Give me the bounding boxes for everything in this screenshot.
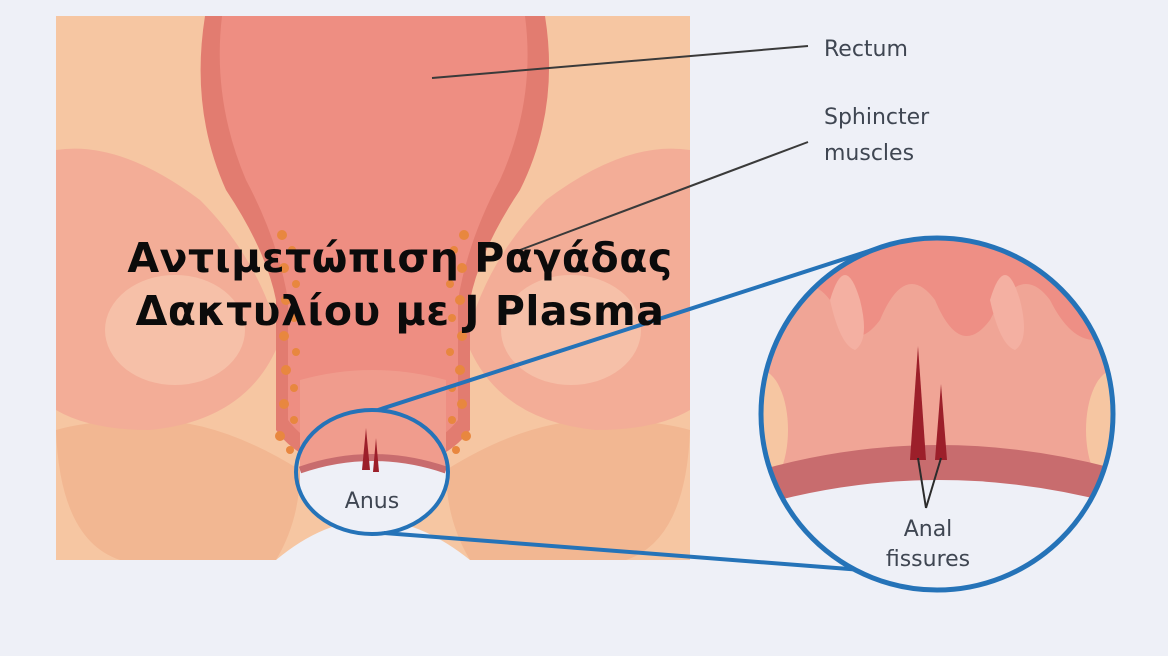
large-fissure-right	[935, 384, 947, 460]
rectum-label: Rectum	[824, 37, 908, 62]
rectum	[219, 16, 528, 455]
left-buttock	[56, 420, 300, 560]
zoom-connector-bottom	[383, 531, 863, 572]
headline-line-1: Αντιμετώπιση Ραγάδας	[127, 234, 673, 282]
zoom-ring	[758, 235, 1116, 593]
small-fissure-right	[373, 438, 379, 472]
large-fissure-left	[910, 346, 926, 460]
right-buttock	[446, 420, 690, 560]
fissures-label-line2: fissures	[886, 547, 970, 572]
right-sphincter-dots	[446, 230, 471, 454]
sphincter-label-line2: muscles	[824, 141, 914, 166]
anus-detail	[298, 454, 448, 534]
sphincter-leader	[519, 141, 809, 251]
rectum-leader	[431, 45, 809, 79]
left-fat-pad	[105, 275, 245, 385]
zoom-connector-top	[377, 248, 873, 412]
sphincter-label-line1: Sphincter	[824, 105, 930, 130]
fissures-label-line1: Anal	[904, 517, 953, 542]
headline-overlay: Αντιμετώπιση Ραγάδας Δακτυλίου με J Plas…	[60, 232, 740, 339]
headline-line-2: Δακτυλίου με J Plasma	[135, 287, 665, 336]
pelvic-cross-section	[56, 16, 690, 560]
zoomed-detail	[761, 238, 1113, 590]
small-fissure-left	[362, 428, 370, 470]
left-sphincter-dots	[275, 230, 300, 454]
anus-label: Anus	[345, 489, 399, 514]
anus-highlight-ring	[294, 408, 450, 536]
